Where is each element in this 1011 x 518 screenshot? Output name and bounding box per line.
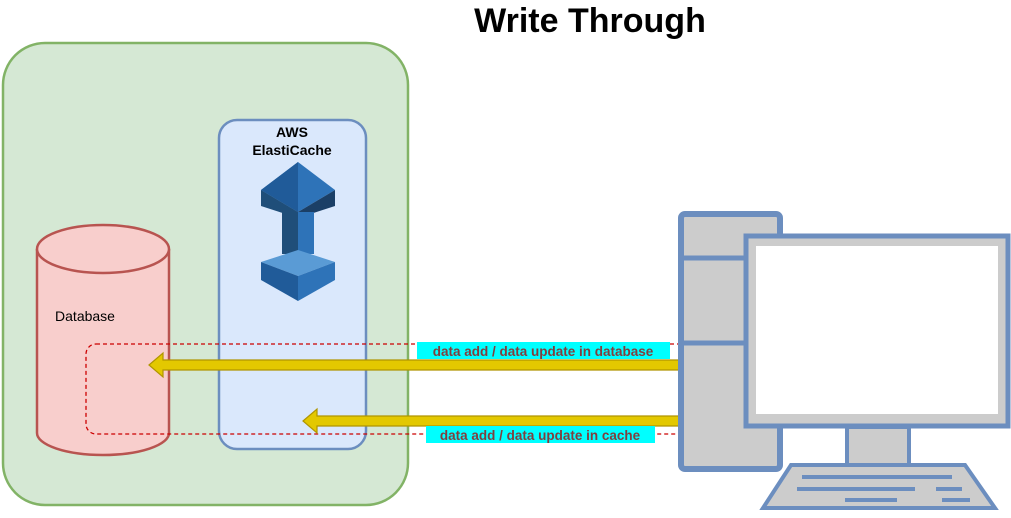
cache-label-line2: ElastiCache (252, 142, 332, 158)
desktop-computer-icon (678, 211, 1011, 510)
database-arrow-label-bg (417, 342, 670, 359)
database-label: Database (55, 308, 115, 324)
cache-label-line1: AWS (276, 124, 308, 140)
database-arrow-label: data add / data update in database (433, 344, 654, 359)
database-cylinder (35, 223, 171, 457)
elasticache-icon (261, 162, 335, 301)
cache-arrow-label-bg (426, 426, 655, 443)
cache-arrow-label: data add / data update in cache (440, 428, 641, 443)
diagram-title: Write Through (474, 2, 706, 40)
